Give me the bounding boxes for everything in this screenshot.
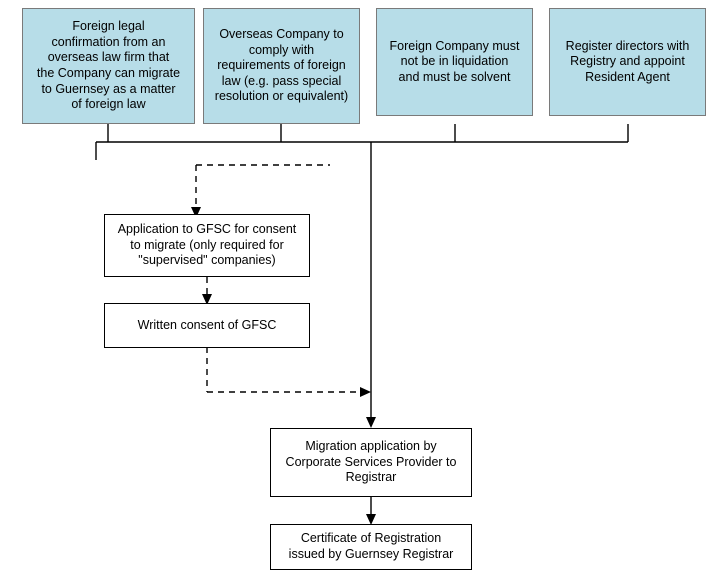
node-written-consent-label: Written consent of GFSC [137, 317, 277, 332]
node-register-directors-label: Register directors with Registry and app… [565, 38, 690, 84]
node-certificate-of-registration[interactable]: Certificate of Registration issued by Gu… [270, 524, 472, 570]
node-gfsc-application[interactable]: Application to GFSC for consent to migra… [104, 214, 310, 277]
arrowhead-main-trunk [366, 417, 376, 428]
node-migration-application[interactable]: Migration application by Corporate Servi… [270, 428, 472, 497]
node-gfsc-application-label: Application to GFSC for consent to migra… [117, 222, 297, 268]
arrowhead-dashed-trunk-join [360, 387, 371, 397]
node-register-directors[interactable]: Register directors with Registry and app… [549, 8, 706, 116]
node-overseas-company-compliance[interactable]: Overseas Company to comply with requirem… [203, 8, 360, 124]
node-not-in-liquidation[interactable]: Foreign Company must not be in liquidati… [376, 8, 533, 116]
node-foreign-legal-confirmation-label: Foreign legal confirmation from an overs… [36, 19, 181, 112]
node-migration-application-label: Migration application by Corporate Servi… [285, 439, 457, 485]
node-written-consent[interactable]: Written consent of GFSC [104, 303, 310, 348]
node-overseas-company-compliance-label: Overseas Company to comply with requirem… [214, 26, 349, 104]
node-not-in-liquidation-label: Foreign Company must not be in liquidati… [389, 38, 520, 84]
node-certificate-of-registration-label: Certificate of Registration issued by Gu… [288, 531, 454, 561]
node-foreign-legal-confirmation[interactable]: Foreign legal confirmation from an overs… [22, 8, 195, 124]
